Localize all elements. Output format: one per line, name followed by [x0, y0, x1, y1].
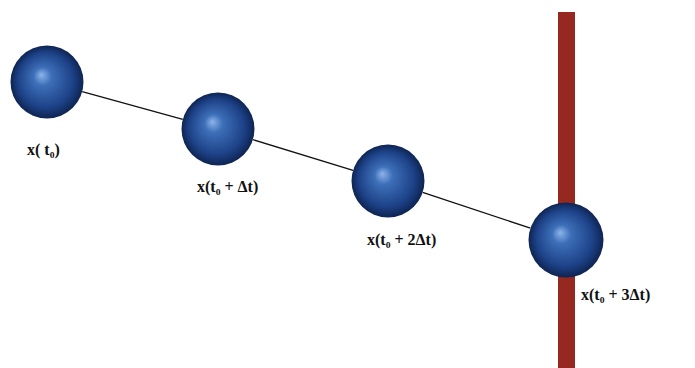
position-label: x(t₀ + Δt) [197, 178, 258, 196]
ball-shape [10, 45, 84, 119]
position-label: x( t₀) [27, 141, 60, 159]
trajectory-line [253, 140, 353, 171]
ball-shape [11, 46, 84, 119]
ball-shape [181, 92, 255, 166]
ball-shape [529, 203, 604, 278]
wall-bar [558, 12, 575, 368]
position-label: x(t₀ + 2Δt) [367, 231, 436, 249]
trajectory-line [423, 192, 531, 228]
particle-ball: x( t₀) [10, 45, 84, 119]
ball-shape [351, 144, 425, 218]
particle-ball: x(t₀ + 2Δt) [351, 144, 425, 218]
particle-ball: x(t₀ + 3Δt) [528, 202, 604, 278]
ball-shape [352, 145, 425, 218]
ball-shape [182, 93, 255, 166]
position-label: x(t₀ + 3Δt) [581, 286, 650, 304]
ball-shape [528, 202, 604, 278]
trajectory-line [82, 92, 183, 120]
particle-ball: x(t₀ + Δt) [181, 92, 255, 166]
